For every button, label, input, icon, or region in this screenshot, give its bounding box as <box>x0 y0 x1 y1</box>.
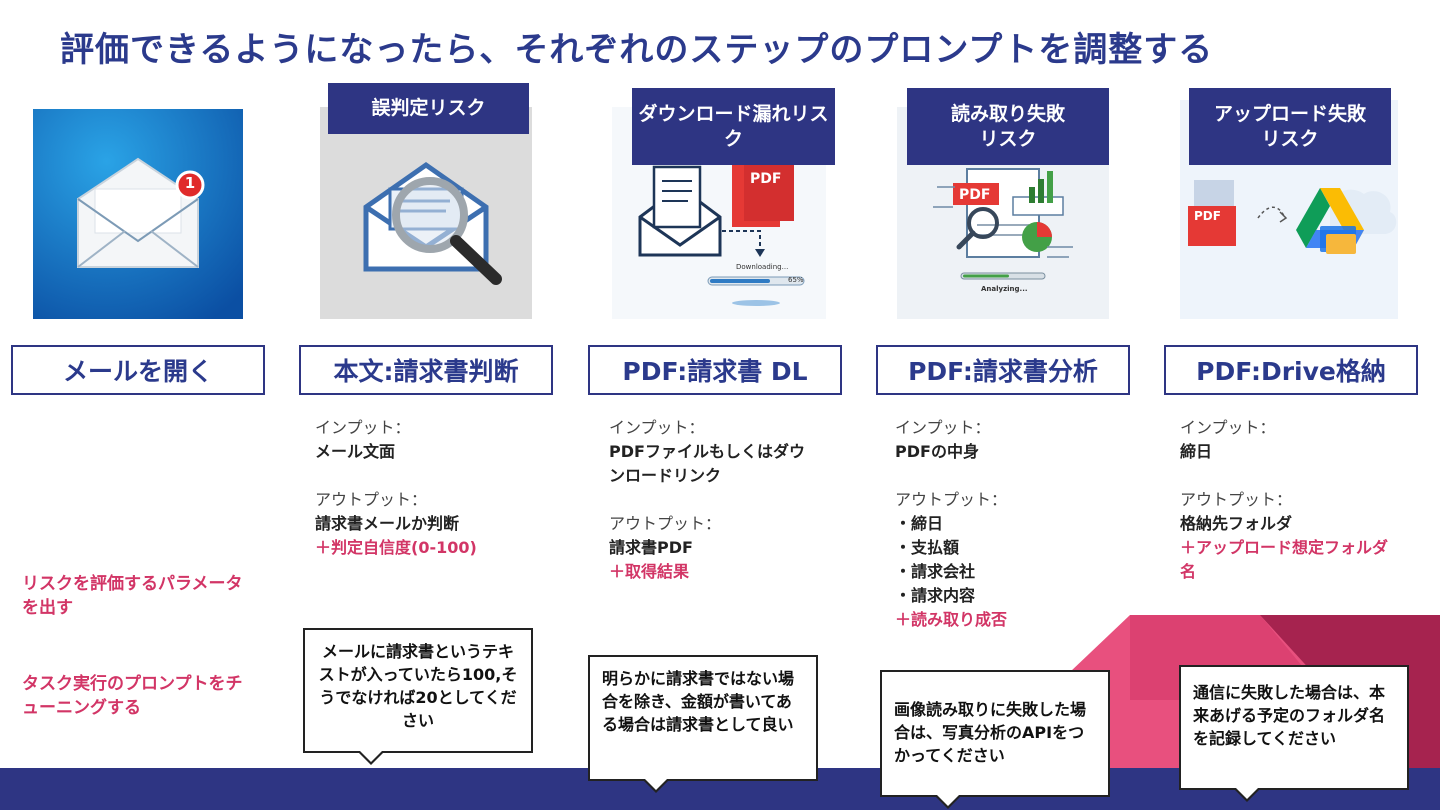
risk-label-read-failure: 読み取り失敗 リスク <box>907 88 1109 165</box>
step-box-open-mail: メールを開く <box>11 345 265 395</box>
output-label: アウトプット： <box>1180 488 1400 512</box>
downloading-text: Downloading... <box>736 263 788 271</box>
output-value: 請求書メールか判断 <box>315 512 555 536</box>
notification-count: 1 <box>183 174 197 192</box>
risk-param-note: リスクを評価するパラメータを出す <box>22 572 252 620</box>
input-value: PDFファイルもしくはダウンロードリンク <box>609 440 819 488</box>
output-added-value: ＋アップロード想定フォルダ名 <box>1180 536 1400 584</box>
prompt-bubble-pdf-download: 明らかに請求書ではない場合を除き、金額が書いてある場合は請求書として良い <box>588 655 818 781</box>
output-value: 請求書PDF <box>609 536 819 560</box>
io-block-body-judge: インプット： メール文面 アウトプット： 請求書メールか判断 ＋判定自信度(0-… <box>315 416 555 560</box>
output-value-amount: ・支払額 <box>895 536 1135 560</box>
mail-magnifier-image <box>320 107 532 319</box>
mail-magnifier-icon <box>320 107 532 319</box>
prompt-bubble-pdf-analyze: 画像読み取りに失敗した場合は、写真分析のAPIをつかってください <box>880 670 1110 797</box>
output-value-content: ・請求内容 <box>895 584 1135 608</box>
prompt-bubble-drive-store: 通信に失敗した場合は、本来あげる予定のフォルダ名を記録してください <box>1179 665 1409 790</box>
prompt-tuning-note: タスク実行のプロンプトをチューニングする <box>22 672 252 720</box>
prompt-bubble-text: 画像読み取りに失敗した場合は、写真分析のAPIをつかってください <box>894 700 1086 765</box>
mail-notification-icon <box>33 109 243 319</box>
input-label: インプット： <box>1180 416 1400 440</box>
page-title: 評価できるようになったら、それぞれのステップのプロンプトを調整する <box>60 22 1213 71</box>
output-added-value: ＋読み取り成否 <box>895 608 1135 632</box>
io-block-drive-store: インプット： 締日 アウトプット： 格納先フォルダ ＋アップロード想定フォルダ名 <box>1180 416 1400 584</box>
output-value-closing-date: ・締日 <box>895 512 1135 536</box>
risk-label-download-miss: ダウンロード漏れリスク <box>632 88 835 165</box>
pdf-badge-text: PDF <box>959 187 990 203</box>
output-value: 格納先フォルダ <box>1180 512 1400 536</box>
prompt-bubble-text: 明らかに請求書ではない場合を除き、金額が書いてある場合は請求書として良い <box>602 669 794 734</box>
input-label: インプット： <box>895 416 1135 440</box>
output-label: アウトプット： <box>895 488 1135 512</box>
input-value: 締日 <box>1180 440 1400 464</box>
mail-image: 1 <box>33 109 243 319</box>
input-label: インプット： <box>315 416 555 440</box>
io-block-pdf-download: インプット： PDFファイルもしくはダウンロードリンク アウトプット： 請求書P… <box>609 416 819 584</box>
prompt-bubble-text: 通信に失敗した場合は、本来あげる予定のフォルダ名を記録してください <box>1193 683 1385 748</box>
step-box-pdf-analyze: PDF:請求書分析 <box>876 345 1130 395</box>
pdf-badge-text: PDF <box>1194 209 1221 223</box>
output-label: アウトプット： <box>609 512 819 536</box>
output-label: アウトプット： <box>315 488 555 512</box>
step-box-drive-store: PDF:Drive格納 <box>1164 345 1418 395</box>
risk-label-misjudgment: 誤判定リスク <box>328 83 529 134</box>
download-percent-text: 65% <box>788 276 804 284</box>
input-label: インプット： <box>609 416 819 440</box>
input-value: メール文面 <box>315 440 555 464</box>
io-block-pdf-analyze: インプット： PDFの中身 アウトプット： ・締日 ・支払額 ・請求会社 ・請求… <box>895 416 1135 632</box>
input-value: PDFの中身 <box>895 440 1135 464</box>
pdf-badge-text: PDF <box>750 171 781 187</box>
output-value-company: ・請求会社 <box>895 560 1135 584</box>
step-box-pdf-download: PDF:請求書 DL <box>588 345 842 395</box>
risk-label-upload-failure: アップロード失敗 リスク <box>1189 88 1391 165</box>
output-added-value: ＋判定自信度(0-100) <box>315 536 555 560</box>
step-box-body-judge: 本文:請求書判断 <box>299 345 553 395</box>
analyzing-text: Analyzing... <box>981 285 1028 293</box>
prompt-bubble-body-judge: メールに請求書というテキストが入っていたら100,そうでなければ20としてくださ… <box>303 628 533 753</box>
prompt-bubble-text: メールに請求書というテキストが入っていたら100,そうでなければ20としてくださ… <box>319 642 518 730</box>
output-added-value: ＋取得結果 <box>609 560 819 584</box>
